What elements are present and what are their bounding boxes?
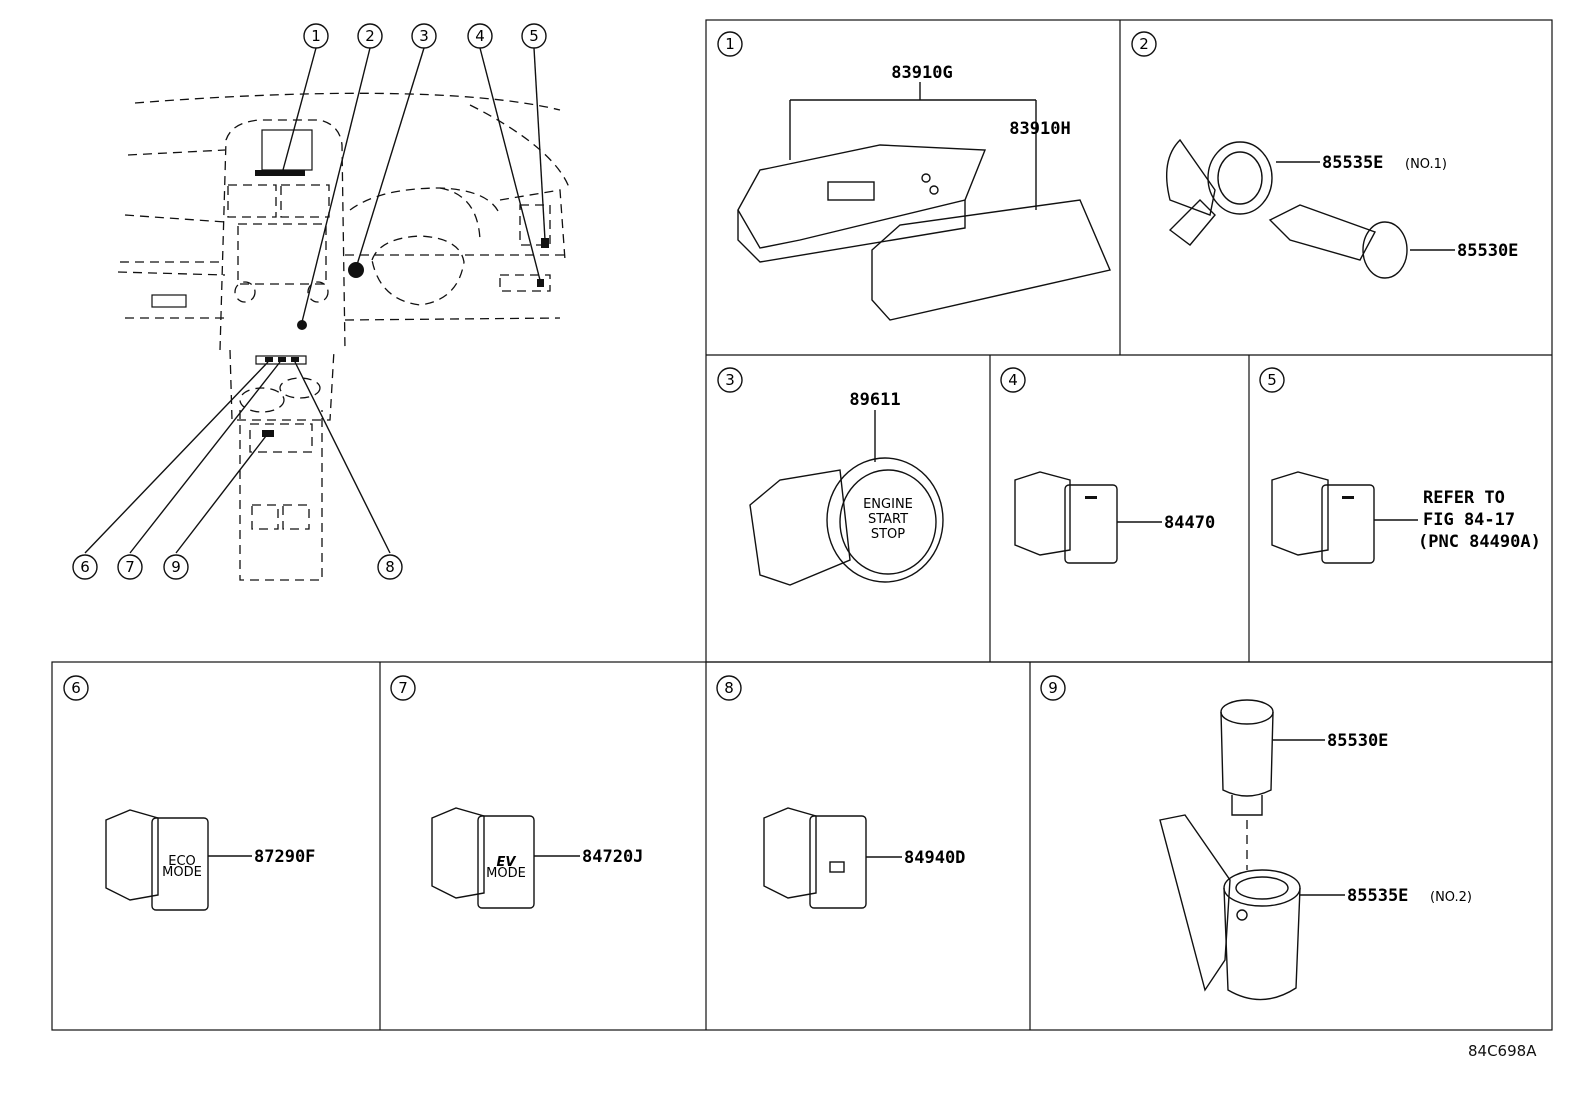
part-number-83910G: 83910G	[891, 63, 952, 83]
panel-9-number: 9	[1048, 679, 1058, 697]
parking-assist-switch-icon	[1271, 471, 1375, 564]
svg-text:8: 8	[385, 558, 395, 576]
svg-text:1: 1	[311, 27, 321, 45]
panel-2-number: 2	[1139, 35, 1149, 53]
overview-callouts: 1 2 3 4 5 6 7 9 8	[72, 23, 547, 580]
dashboard-overview	[84, 47, 571, 581]
callout-3: 3	[411, 23, 437, 49]
panel-8-number: 8	[724, 679, 734, 697]
part-number-84470: 84470	[1164, 513, 1215, 533]
ev-mode-label: MODE	[486, 866, 526, 881]
part-number-84940D: 84940D	[904, 848, 965, 868]
eco-label: ECO	[168, 854, 196, 869]
svg-text:9: 9	[171, 558, 181, 576]
svg-text:5: 5	[529, 27, 539, 45]
callout-8: 8	[377, 554, 403, 580]
part-number-85535E: 85535E	[1347, 886, 1408, 906]
panel-9: 9 85530E 85535E (NO.2)	[1040, 675, 1472, 1001]
panel-8: 8 84940D	[716, 675, 965, 909]
panel-4: 4 84470	[1000, 367, 1215, 564]
part-number-83910H: 83910H	[1009, 119, 1070, 139]
svg-text:2: 2	[365, 27, 375, 45]
panel-3-number: 3	[725, 371, 735, 389]
diagram-code: 84C698A	[1468, 1042, 1537, 1060]
part-number-85530E: 85530E	[1457, 241, 1518, 261]
svg-text:6: 6	[80, 558, 90, 576]
callout-9: 9	[163, 554, 189, 580]
panel-2: 2 85535E (NO.1) 85530E	[1131, 31, 1518, 279]
start-label: START	[868, 512, 908, 527]
panel-7: 7 EV MODE 84720J	[390, 675, 643, 909]
panel-5-number: 5	[1267, 371, 1277, 389]
power-outlet-icon	[1159, 699, 1301, 1001]
panel-6: 6 ECO MODE 87290F	[63, 675, 315, 911]
callout-1: 1	[303, 23, 329, 49]
panel-7-number: 7	[398, 679, 408, 697]
panel-5: 5 REFER TO FIG 84-17 (PNC 84490A)	[1259, 367, 1541, 564]
refer-pnc-label: (PNC 84490A)	[1418, 532, 1541, 552]
combination-meter	[737, 144, 1111, 321]
part-number-87290F: 87290F	[254, 847, 315, 867]
panel-3: 3 ENGINE START STOP 89611	[717, 367, 944, 586]
ev-mode-switch-icon: EV MODE	[431, 807, 535, 909]
panel-6-number: 6	[71, 679, 81, 697]
panel-1-number: 1	[725, 35, 735, 53]
svg-text:4: 4	[475, 27, 485, 45]
callout-7: 7	[117, 554, 143, 580]
svg-text:3: 3	[419, 27, 429, 45]
stop-label: STOP	[871, 527, 905, 542]
part-number-85530E: 85530E	[1327, 731, 1388, 751]
refer-to-label: REFER TO	[1423, 488, 1505, 508]
eco-mode-switch-icon: ECO MODE	[105, 809, 209, 911]
start-stop-button-icon: ENGINE START STOP	[749, 457, 944, 586]
svg-text:7: 7	[125, 558, 135, 576]
callout-2: 2	[357, 23, 383, 49]
power-socket-icon	[1165, 138, 1408, 279]
bsm-switch-icon	[1014, 471, 1118, 564]
part-number-89611: 89611	[849, 390, 900, 410]
part-number-84720J: 84720J	[582, 847, 643, 867]
engine-label: ENGINE	[863, 497, 913, 512]
refer-fig-label: FIG 84-17	[1423, 510, 1515, 530]
part-number-85535E: 85535E	[1322, 153, 1383, 173]
callout-4: 4	[467, 23, 493, 49]
part-note-no2: (NO.2)	[1430, 890, 1472, 905]
eco-mode-label: MODE	[162, 865, 202, 880]
callout-5: 5	[521, 23, 547, 49]
callout-6: 6	[72, 554, 98, 580]
ev-label: EV	[497, 855, 517, 870]
part-note-no1: (NO.1)	[1405, 157, 1447, 172]
panel-1: 1 83910G 83910H	[717, 31, 1111, 321]
switch-icon	[763, 807, 867, 909]
panel-grid	[51, 19, 1553, 1031]
panel-4-number: 4	[1008, 371, 1018, 389]
